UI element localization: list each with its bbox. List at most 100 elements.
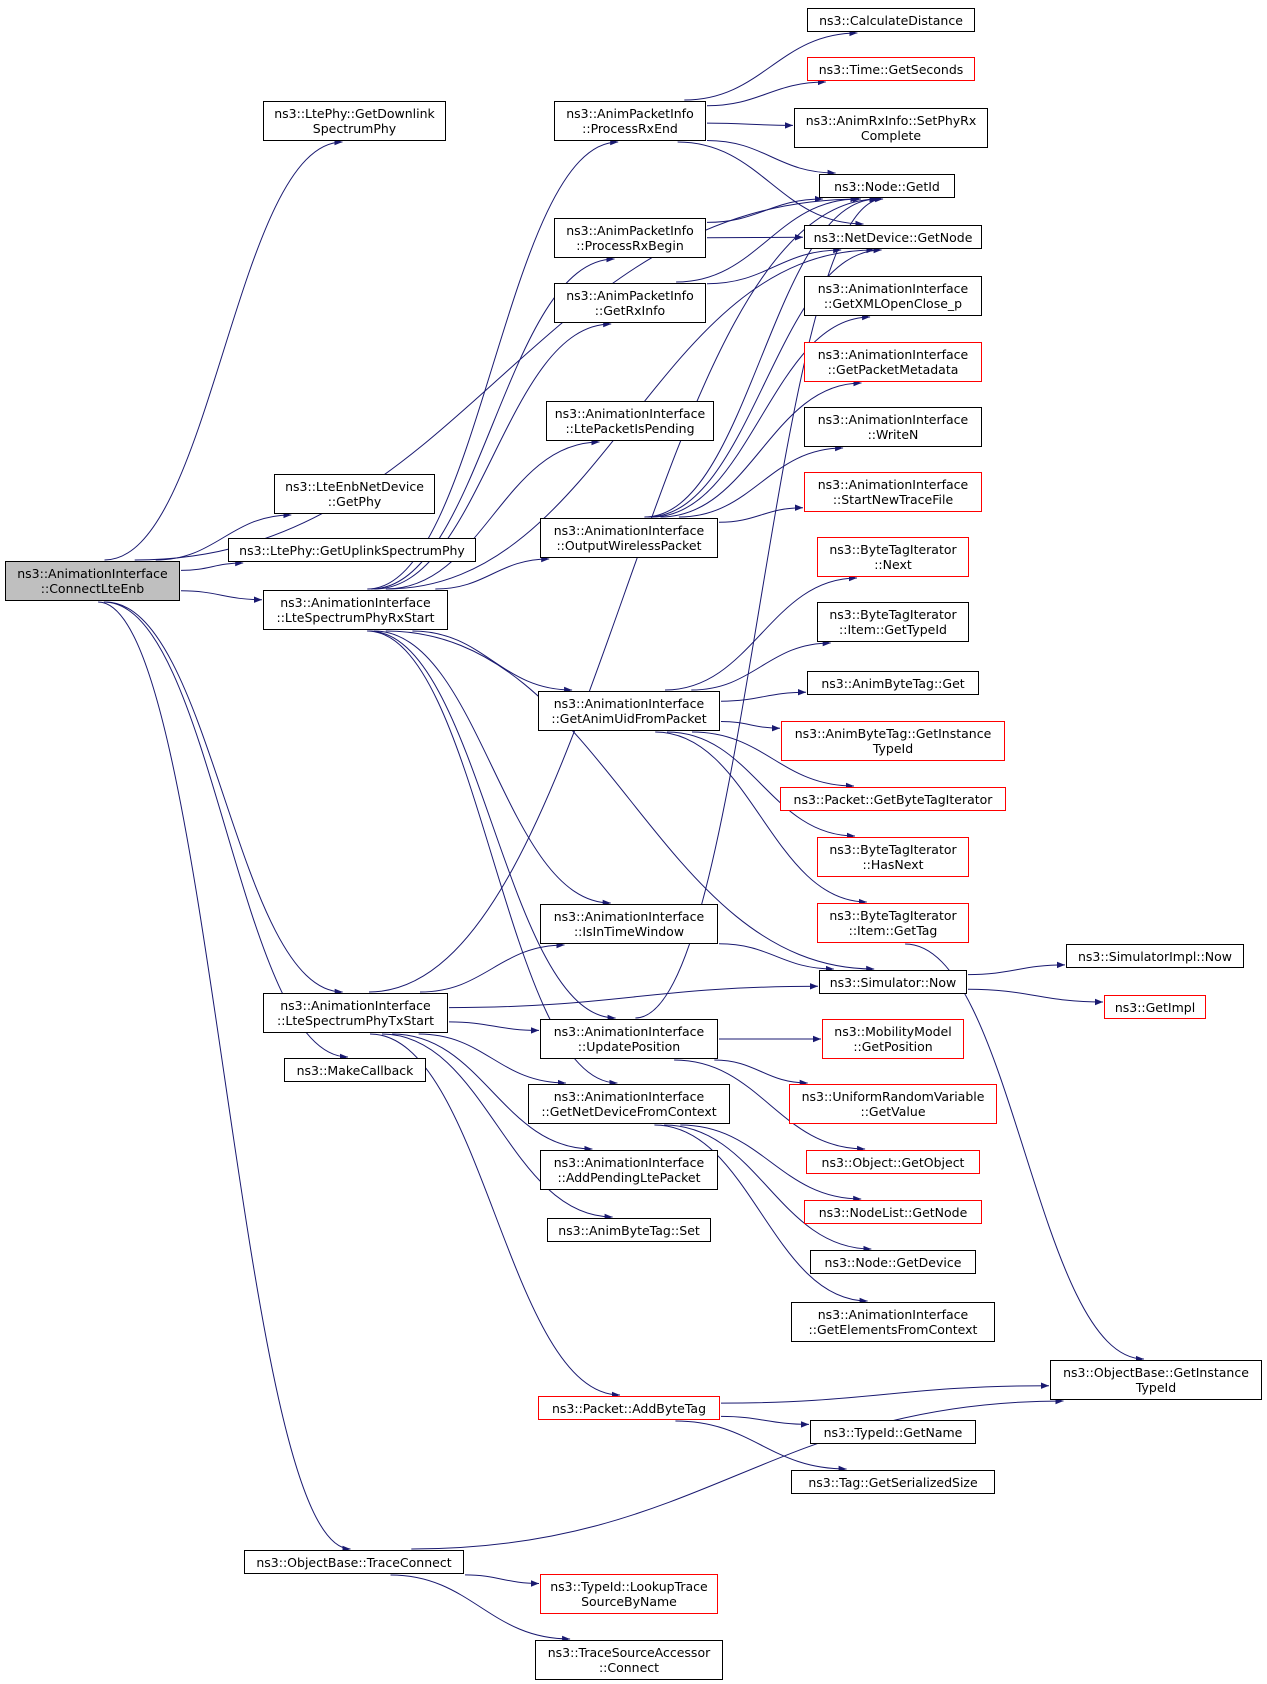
edge-root-to-traceConnect	[98, 601, 351, 1553]
node-traceSrcConnect[interactable]: ns3::TraceSourceAccessor ::Connect	[535, 1640, 723, 1680]
call-edges	[98, 29, 1144, 1643]
edge-txStart-to-isInTime	[419, 941, 565, 993]
edge-processRxEnd-to-netDevGetNode	[677, 141, 864, 228]
edge-getNetDevCtx-to-nodeGetDev	[664, 1124, 872, 1253]
edge-addByteTag-to-objBaseInst	[720, 1382, 1050, 1404]
edge-btiItemTag-to-objBaseInst	[905, 943, 1144, 1363]
edge-getAnimUid-to-btiNext	[664, 574, 858, 691]
edge-getNetDevCtx-to-getElems	[654, 1124, 868, 1305]
edge-rxStart-to-outWireless	[435, 555, 550, 590]
edge-txStart-to-getNetDevCtx	[418, 1033, 566, 1087]
node-objBaseInst[interactable]: ns3::ObjectBase::GetInstance TypeId	[1050, 1360, 1262, 1400]
node-simImplNow[interactable]: ns3::SimulatorImpl::Now	[1066, 944, 1244, 968]
node-urvGetValue[interactable]: ns3::UniformRandomVariable ::GetValue	[789, 1084, 997, 1124]
edge-outWireless-to-getPktMeta	[660, 379, 862, 518]
node-getNetDevCtx[interactable]: ns3::AnimationInterface ::GetNetDeviceFr…	[528, 1084, 730, 1124]
node-getXml[interactable]: ns3::AnimationInterface ::GetXMLOpenClos…	[804, 276, 982, 316]
node-abtInst[interactable]: ns3::AnimByteTag::GetInstance TypeId	[781, 721, 1005, 761]
edge-root-to-getUplink	[180, 559, 244, 571]
node-updatePos[interactable]: ns3::AnimationInterface ::UpdatePosition	[540, 1019, 718, 1059]
edge-rxStart-to-processRxEnd	[367, 138, 619, 590]
edge-getAnimUid-to-btiHasNext	[666, 731, 856, 840]
node-btiNext[interactable]: ns3::ByteTagIterator ::Next	[817, 537, 969, 577]
edge-rxStart-to-getRxInfo	[374, 320, 612, 590]
edge-outWireless-to-nodeGetId	[644, 195, 878, 518]
node-traceConnect[interactable]: ns3::ObjectBase::TraceConnect	[244, 1550, 464, 1574]
edge-txStart-to-simNow	[448, 983, 819, 1009]
edge-root-to-makeCallback	[103, 601, 349, 1061]
edge-traceConnect-to-objBaseInst	[411, 1397, 1064, 1550]
node-getAnimUid[interactable]: ns3::AnimationInterface ::GetAnimUidFrom…	[538, 691, 720, 731]
node-btiHasNext[interactable]: ns3::ByteTagIterator ::HasNext	[817, 837, 969, 877]
edge-getRxInfo-to-netDevGetNode	[706, 246, 842, 285]
edge-getAnimUid-to-abtGet	[720, 689, 807, 702]
node-getPktMeta[interactable]: ns3::AnimationInterface ::GetPacketMetad…	[804, 342, 982, 382]
edge-txStart-to-nodeGetId	[368, 195, 879, 993]
node-ltePending[interactable]: ns3::AnimationInterface ::LtePacketIsPen…	[546, 401, 714, 441]
edge-traceConnect-to-traceSrcConnect	[390, 1574, 571, 1643]
edge-rxStart-to-processRxBegin	[370, 255, 615, 590]
node-processRxEnd[interactable]: ns3::AnimPacketInfo ::ProcessRxEnd	[554, 101, 706, 141]
node-nodeGetId[interactable]: ns3::Node::GetId	[819, 174, 955, 198]
edge-txStart-to-addPending	[392, 1033, 593, 1153]
edge-processRxEnd-to-timeGetSec	[706, 78, 826, 107]
edge-txStart-to-addByteTag	[369, 1033, 621, 1399]
node-addPending[interactable]: ns3::AnimationInterface ::AddPendingLteP…	[540, 1150, 718, 1190]
node-setPhyRx[interactable]: ns3::AnimRxInfo::SetPhyRx Complete	[794, 108, 988, 148]
node-typeIdGetName[interactable]: ns3::TypeId::GetName	[810, 1420, 976, 1444]
edge-simNow-to-getImpl	[967, 988, 1104, 1006]
edge-rxStart-to-ltePending	[385, 438, 600, 590]
node-getRxInfo[interactable]: ns3::AnimPacketInfo ::GetRxInfo	[554, 283, 706, 323]
edge-updatePos-to-urvGetValue	[714, 1059, 808, 1087]
edge-txStart-to-byteTagSet	[381, 1033, 613, 1221]
edge-getAnimUid-to-btiItemTag	[655, 731, 867, 906]
node-rxStart[interactable]: ns3::AnimationInterface ::LteSpectrumPhy…	[263, 590, 448, 630]
node-nodeGetDev[interactable]: ns3::Node::GetDevice	[810, 1250, 976, 1274]
node-lookupTrace[interactable]: ns3::TypeId::LookupTrace SourceByName	[540, 1574, 718, 1614]
node-abtGet[interactable]: ns3::AnimByteTag::Get	[807, 671, 979, 695]
edge-addByteTag-to-tagGetSer	[675, 1420, 847, 1473]
node-tagGetSer[interactable]: ns3::Tag::GetSerializedSize	[791, 1470, 995, 1494]
node-timeGetSec[interactable]: ns3::Time::GetSeconds	[807, 57, 975, 81]
edge-root-to-enbGetPhy	[155, 511, 292, 561]
node-outWireless[interactable]: ns3::AnimationInterface ::OutputWireless…	[540, 518, 718, 558]
node-getUplink[interactable]: ns3::LtePhy::GetUplinkSpectrumPhy	[228, 538, 476, 562]
node-byteTagSet[interactable]: ns3::AnimByteTag::Set	[547, 1218, 711, 1242]
node-netDevGetNode[interactable]: ns3::NetDevice::GetNode	[804, 225, 982, 249]
node-calcDist[interactable]: ns3::CalculateDistance	[807, 8, 975, 32]
node-txStart[interactable]: ns3::AnimationInterface ::LteSpectrumPhy…	[263, 993, 448, 1033]
edge-simNow-to-simImplNow	[967, 961, 1066, 976]
edge-processRxEnd-to-nodeGetId	[706, 140, 836, 177]
node-root: ns3::AnimationInterface ::ConnectLteEnb	[5, 561, 180, 601]
edge-updatePos-to-objGetObj	[674, 1059, 866, 1153]
edge-traceConnect-to-lookupTrace	[464, 1574, 540, 1587]
edge-rxStart-to-simNow	[385, 630, 875, 973]
edge-getNetDevCtx-to-nodeListGet	[680, 1124, 862, 1203]
node-isInTime[interactable]: ns3::AnimationInterface ::IsInTimeWindow	[540, 904, 718, 944]
node-writeN[interactable]: ns3::AnimationInterface ::WriteN	[804, 407, 982, 447]
edge-outWireless-to-startTrace	[718, 504, 804, 523]
edge-processRxBegin-to-nodeGetId	[706, 195, 823, 223]
node-btiItemType[interactable]: ns3::ByteTagIterator ::Item::GetTypeId	[817, 602, 969, 642]
node-getImpl[interactable]: ns3::GetImpl	[1104, 995, 1206, 1019]
node-mobGetPos[interactable]: ns3::MobilityModel ::GetPosition	[822, 1019, 964, 1059]
node-startTrace[interactable]: ns3::AnimationInterface ::StartNewTraceF…	[804, 472, 982, 512]
node-getElems[interactable]: ns3::AnimationInterface ::GetElementsFro…	[791, 1302, 995, 1342]
edge-processRxEnd-to-calcDist	[684, 29, 858, 101]
node-getDownlink[interactable]: ns3::LtePhy::GetDownlink SpectrumPhy	[263, 101, 446, 141]
node-addByteTag[interactable]: ns3::Packet::AddByteTag	[538, 1396, 720, 1420]
edge-rxStart-to-updatePos	[368, 630, 616, 1022]
node-simNow[interactable]: ns3::Simulator::Now	[819, 970, 967, 994]
edge-rxStart-to-isInTime	[373, 630, 611, 907]
edge-rxStart-to-getAnimUid	[412, 630, 573, 694]
node-btiItemTag[interactable]: ns3::ByteTagIterator ::Item::GetTag	[817, 903, 969, 943]
node-objGetObj[interactable]: ns3::Object::GetObject	[806, 1150, 980, 1174]
edge-root-to-getDownlink	[104, 138, 343, 561]
node-pktGetBti[interactable]: ns3::Packet::GetByteTagIterator	[780, 787, 1006, 811]
edge-isInTime-to-simNow	[718, 943, 834, 973]
node-makeCallback[interactable]: ns3::MakeCallback	[284, 1058, 426, 1082]
node-nodeListGet[interactable]: ns3::NodeList::GetNode	[804, 1200, 982, 1224]
node-enbGetPhy[interactable]: ns3::LteEnbNetDevice ::GetPhy	[274, 474, 435, 514]
node-processRxBegin[interactable]: ns3::AnimPacketInfo ::ProcessRxBegin	[554, 218, 706, 258]
edge-getAnimUid-to-pktGetBti	[691, 731, 855, 790]
